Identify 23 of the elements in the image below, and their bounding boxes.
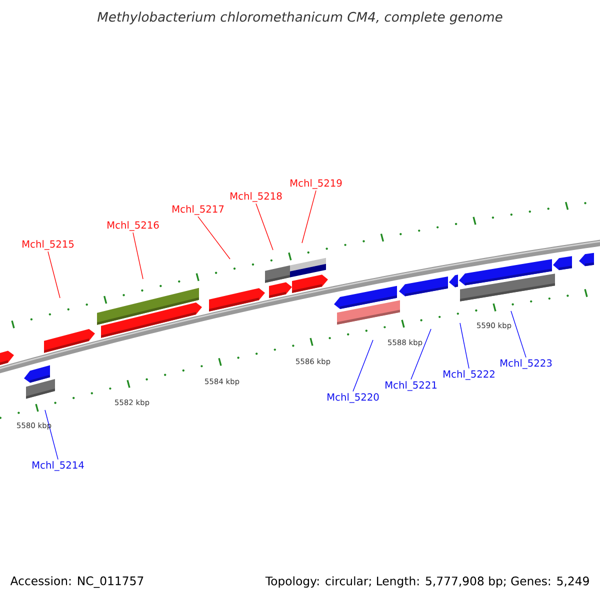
leader-line	[198, 216, 230, 260]
gene-label: Mchl_5216	[108, 221, 159, 231]
title: Methylobacterium chloromethanicum CM4, complete genome	[98, 12, 502, 24]
gene-label: Mchl_5218	[230, 192, 282, 202]
gene-label: Mchl_5223	[500, 359, 552, 369]
gene-label: Mchl_5222	[444, 370, 494, 380]
gene-label: Mchl_5219	[290, 179, 342, 189]
gene-label: Mchl_5220	[328, 393, 379, 403]
footer-text: Topology: circular; Length: 5,777,908 bp; Genes: 5,249	[265, 576, 589, 588]
gene-label: Mchl_5214	[32, 461, 84, 471]
gene-label: Mchl_5221	[386, 381, 437, 391]
leader-line	[352, 340, 374, 392]
leader-line	[460, 322, 470, 369]
leader-line	[48, 251, 60, 298]
leader-line	[132, 232, 144, 280]
leader-line	[410, 328, 432, 380]
leader-line	[302, 190, 316, 244]
gene-label: Mchl_5217	[172, 205, 224, 215]
leader-line	[44, 410, 58, 460]
footer-text: Accession: NC_011757	[10, 576, 144, 588]
gene-label: Mchl_5215	[22, 240, 74, 250]
leader-line	[256, 203, 274, 250]
leader-line	[510, 310, 526, 358]
